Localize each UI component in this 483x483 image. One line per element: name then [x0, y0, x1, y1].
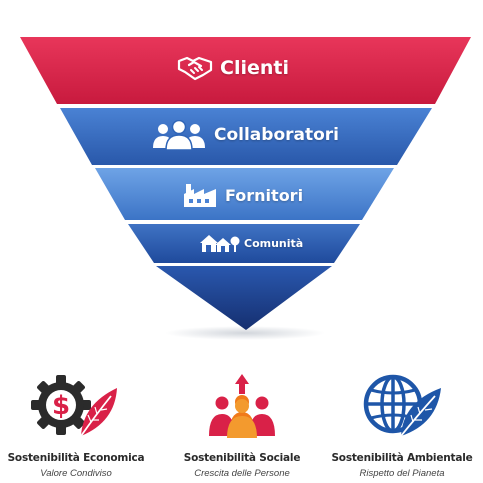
people-growth-icon: [162, 372, 322, 442]
pillar-sociale-subtitle: Crescita delle Persone: [194, 468, 290, 479]
tier-fornitori: Fornitori: [182, 182, 303, 208]
tier-fornitori-label: Fornitori: [225, 185, 304, 205]
tier-fornitori-band: [95, 168, 394, 220]
tier-collaboratori-label: Collaboratori: [214, 125, 340, 145]
pyramid-shadow: [165, 326, 325, 340]
pillar-economica-title: Sostenibilità Economica: [7, 452, 145, 464]
pillar-ambientale-title: Sostenibilità Ambientale: [331, 452, 473, 464]
factory-icon: [182, 182, 218, 208]
pillar-sociale: Sostenibilità Sociale Crescita delle Per…: [162, 372, 322, 479]
pillar-ambientale: Sostenibilità Ambientale Rispetto del Pi…: [322, 372, 482, 479]
handshake-icon: [177, 55, 213, 81]
tier-clienti-band: [20, 37, 471, 104]
pillar-economica: $ Sostenibilità Economica Valore Condivi…: [0, 372, 156, 479]
tier-comunita-band: [128, 224, 360, 263]
svg-text:$: $: [52, 391, 70, 421]
community-houses-icon: [198, 232, 240, 254]
tier-clienti: Clienti: [177, 55, 289, 81]
tier-collaboratori: Collaboratori: [151, 120, 339, 150]
pyramid-apex: [156, 266, 332, 330]
globe-leaf-icon: [322, 372, 482, 442]
pillar-economica-subtitle: Valore Condiviso: [40, 468, 112, 479]
tier-collaboratori-band: [60, 108, 432, 165]
people-group-icon: [151, 120, 207, 150]
tier-comunita: Comunità: [198, 232, 303, 254]
gear-dollar-leaf-icon: $: [0, 372, 156, 442]
tier-clienti-label: Clienti: [220, 57, 289, 79]
tier-comunita-label: Comunità: [244, 236, 304, 250]
pillar-sociale-title: Sostenibilità Sociale: [183, 452, 301, 464]
pillar-ambientale-subtitle: Rispetto del Pianeta: [359, 468, 445, 479]
